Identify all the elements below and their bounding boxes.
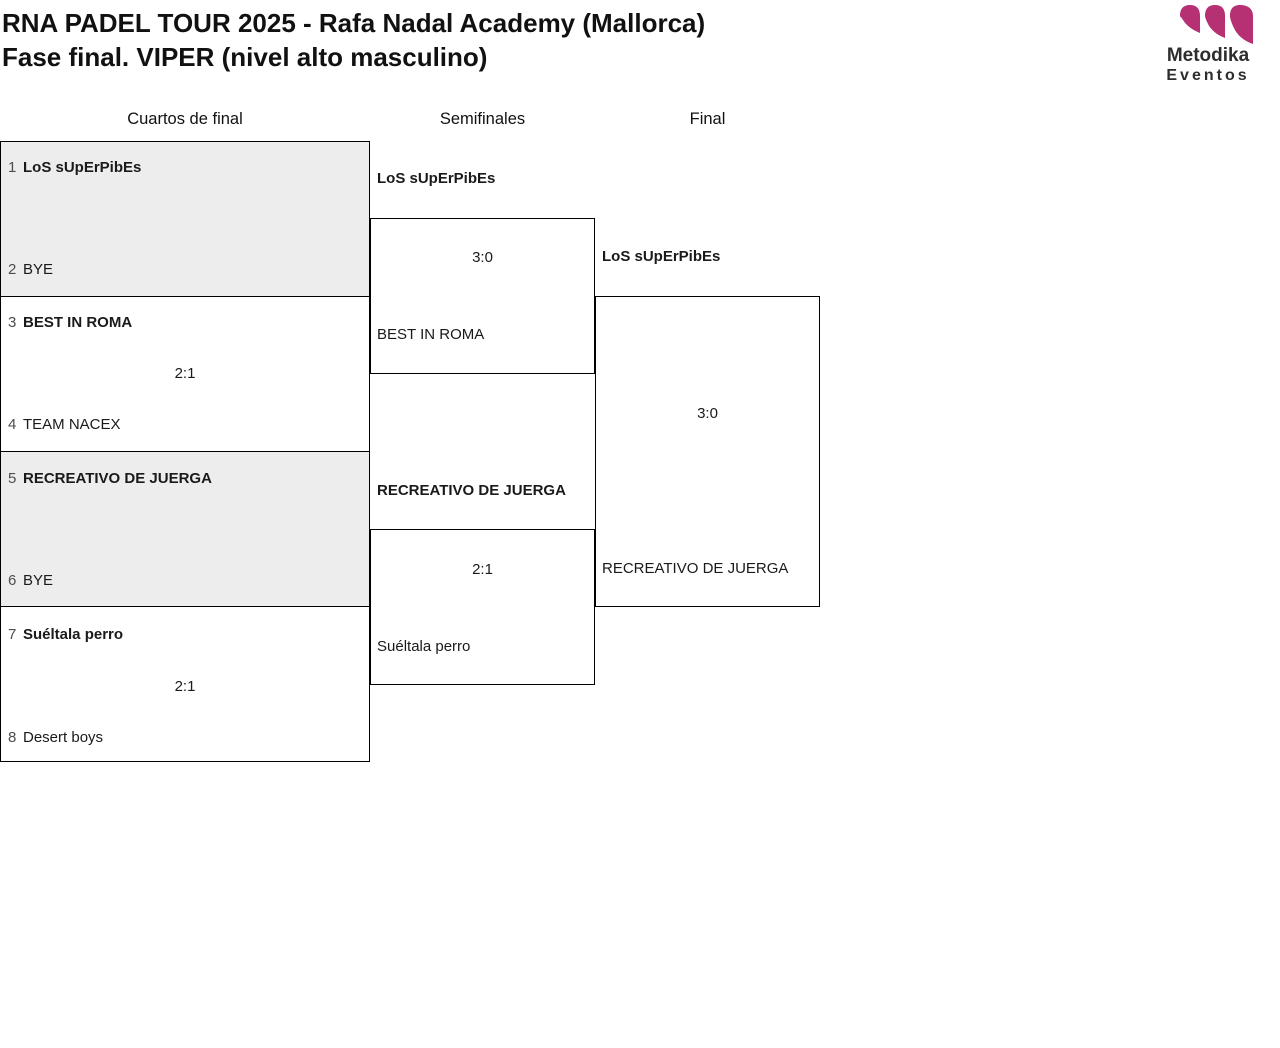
- metodika-logo: Metodika Eventos: [1154, 4, 1262, 84]
- participant-name: BEST IN ROMA: [23, 314, 133, 331]
- seed-number: 2: [8, 261, 17, 278]
- round-header-cuartos: Cuartos de final: [127, 110, 243, 128]
- match-card-qf1: [0, 141, 370, 297]
- round-header-final: Final: [689, 110, 726, 128]
- match-card-qf2: [0, 296, 370, 452]
- participant-row: 2 BYE: [8, 261, 53, 279]
- participant-name: RECREATIVO DE JUERGA: [23, 470, 212, 487]
- seed-number: 3: [8, 314, 17, 331]
- participant-name: TEAM NACEX: [23, 416, 121, 433]
- seed-number: 8: [8, 729, 17, 746]
- participant-name: BEST IN ROMA: [377, 326, 485, 343]
- seed-number: 4: [8, 416, 17, 433]
- participant-row: 4 TEAM NACEX: [8, 416, 121, 434]
- logo-text-line1: Metodika: [1166, 45, 1250, 66]
- logo-text-line2: Eventos: [1166, 66, 1250, 84]
- match-card-qf4: [0, 606, 370, 762]
- participant-row: 6 BYE: [8, 572, 53, 590]
- match-score: 3:0: [697, 405, 718, 422]
- participant-row: 5 RECREATIVO DE JUERGA: [8, 470, 212, 488]
- match-connector-box-sf2: [370, 529, 595, 685]
- participant-row: 3 BEST IN ROMA: [8, 314, 132, 332]
- round-header-semifinales: Semifinales: [439, 110, 526, 128]
- participant-row: 7 Suéltala perro: [8, 626, 123, 644]
- match-connector-box-sf1: [370, 218, 595, 374]
- match-score: 2:1: [174, 365, 196, 382]
- participant-name: BYE: [23, 572, 54, 589]
- match-connector-box-final: [595, 296, 820, 607]
- match-score: 2:1: [472, 561, 493, 578]
- participant-name: Suéltala perro: [23, 626, 124, 643]
- page-title: RNA PADEL TOUR 2025 - Rafa Nadal Academy…: [2, 8, 706, 38]
- participant-name: Desert boys: [23, 729, 104, 746]
- participant-name: LoS sUpErPibEs: [377, 170, 496, 187]
- participant-name: LoS sUpErPibEs: [602, 248, 721, 265]
- metodika-logo-icon: [1180, 5, 1253, 44]
- participant-name: RECREATIVO DE JUERGA: [377, 482, 566, 499]
- participant-row: 8 Desert boys: [8, 729, 103, 747]
- participant-name: LoS sUpErPibEs: [23, 159, 142, 176]
- seed-number: 6: [8, 572, 17, 589]
- seed-number: 5: [8, 470, 17, 487]
- seed-number: 7: [8, 626, 17, 643]
- page-subtitle: Fase final. VIPER (nivel alto masculino): [2, 42, 488, 72]
- participant-row: 1 LoS sUpErPibEs: [8, 159, 141, 177]
- match-score: 2:1: [174, 678, 196, 695]
- participant-name: RECREATIVO DE JUERGA: [602, 560, 789, 577]
- match-score: 3:0: [472, 249, 493, 266]
- seed-number: 1: [8, 159, 17, 176]
- participant-name: BYE: [23, 261, 54, 278]
- participant-name: Suéltala perro: [377, 638, 471, 655]
